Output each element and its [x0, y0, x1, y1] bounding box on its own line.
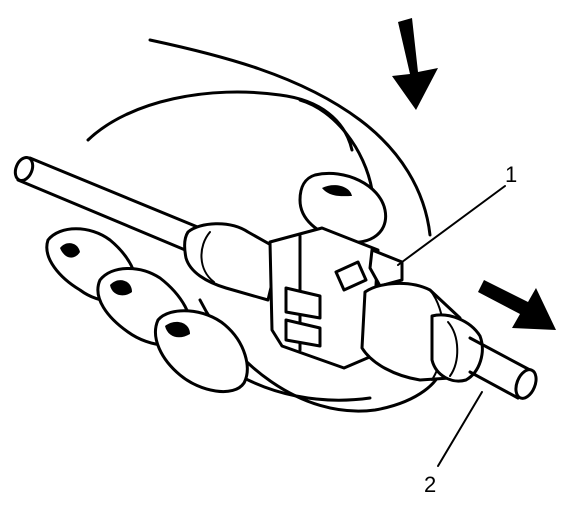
fuel-line-right: [468, 336, 538, 400]
pull-right-arrow-icon: [478, 280, 556, 330]
callout-leader-2: [437, 391, 483, 467]
callout-label-1: 1: [505, 162, 517, 187]
callout-leader-1: [397, 185, 506, 266]
fuel-line-left: [13, 155, 202, 254]
quick-connect-fitting: [183, 222, 484, 383]
callout-label-2: 2: [424, 472, 436, 497]
press-down-arrow-icon: [392, 18, 438, 110]
